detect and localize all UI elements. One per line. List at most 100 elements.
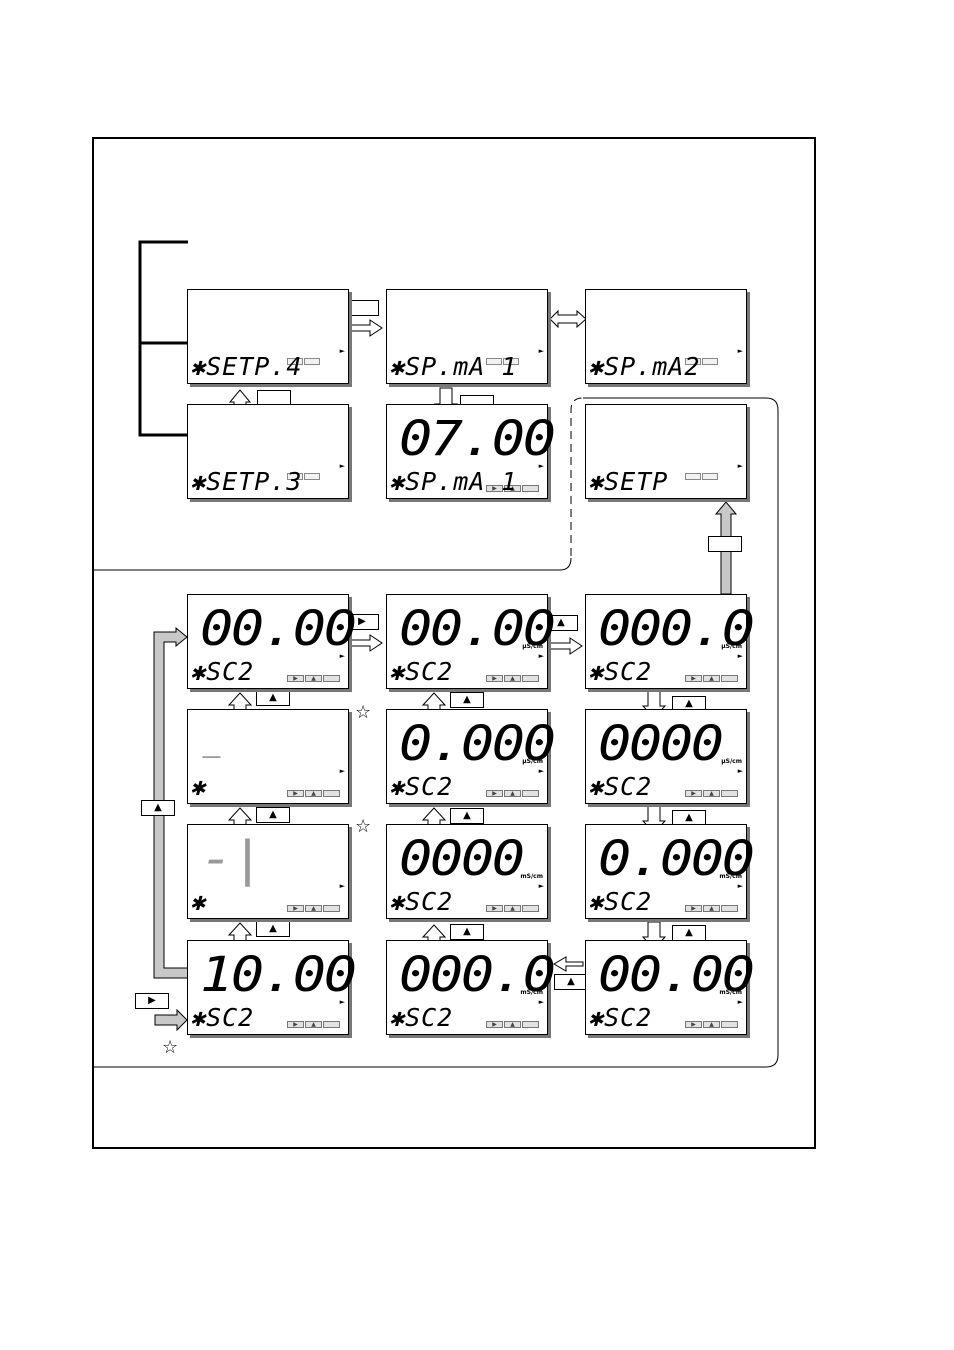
up-key-r4c1[interactable]: ▲ bbox=[256, 921, 290, 937]
up-key-r3c1[interactable]: ▲ bbox=[256, 807, 290, 823]
lcd-r4c2: 000.0 mS/cm ► ▶▲ ✱SC2 bbox=[386, 940, 556, 1035]
menu-bracket bbox=[138, 240, 188, 437]
indicator-bar: ▶▲ bbox=[685, 1021, 738, 1028]
lcd-marker-icon: ► bbox=[737, 882, 743, 890]
indicator-bar bbox=[287, 473, 320, 480]
lcd-marker-icon: ► bbox=[538, 998, 544, 1006]
lcd-unit: mS/cm bbox=[719, 873, 742, 880]
lcd-bottom-text: ✱SP.mA 1 bbox=[389, 467, 518, 496]
lcd-marker-icon: ► bbox=[538, 652, 544, 660]
lcd-bottom-text: ✱SC2 bbox=[389, 657, 454, 686]
indicator-bar: ▶▲ bbox=[486, 485, 539, 492]
lcd-spma1: ► ✱SP.mA 1 bbox=[386, 289, 548, 384]
up-key-r4c3[interactable]: ▲ bbox=[554, 974, 588, 990]
star-icon-r3: ☆ bbox=[355, 816, 372, 837]
lcd-marker-icon: ► bbox=[339, 767, 345, 775]
lcd-r2c3: 0000 µS/cm ► ▶▲ ✱SC2 bbox=[585, 709, 747, 804]
dashed-link bbox=[570, 397, 584, 556]
lcd-value: 00.00 bbox=[598, 947, 755, 1003]
lcd-r2c2: 0.000 µS/cm ► ▶▲ ✱SC2 bbox=[386, 709, 556, 804]
indicator-bar: ▶▲ bbox=[287, 905, 340, 912]
lcd-value: 0.000 bbox=[399, 716, 556, 772]
lcd-marker-icon: ► bbox=[339, 347, 345, 355]
up-key-r3c3[interactable]: ▲ bbox=[672, 925, 706, 941]
lcd-bottom-text: ✱SC2 bbox=[588, 1003, 653, 1032]
lcd-marker-icon: ► bbox=[339, 462, 345, 470]
lcd-marker-icon: ► bbox=[737, 462, 743, 470]
lcd-bottom-text: ✱ bbox=[190, 887, 207, 916]
section-divider bbox=[94, 557, 572, 571]
lcd-bottom-text: ✱SP.mA 1 bbox=[389, 352, 518, 381]
lcd-r1c2: 00.00 µS/cm ► ▶▲ ✱SC2 bbox=[386, 594, 556, 689]
arrow-spma1-spma2 bbox=[549, 309, 587, 329]
lcd-unit: mS/cm bbox=[520, 873, 543, 880]
diagram-frame bbox=[92, 137, 816, 1149]
lcd-value: -| bbox=[200, 831, 264, 887]
lcd-r3c3: 0.000 mS/cm ► ▶▲ ✱SC2 bbox=[585, 824, 755, 919]
up-key-r3c2[interactable]: ▲ bbox=[450, 808, 484, 824]
indicator-bar: ▶▲ bbox=[486, 1021, 539, 1028]
lcd-marker-icon: ► bbox=[538, 462, 544, 470]
lcd-value: 0.000 bbox=[598, 831, 755, 887]
lcd-value: 0000 bbox=[598, 716, 724, 772]
lcd-value: 000.0 bbox=[598, 601, 755, 657]
right-key-entry[interactable]: ▶ bbox=[135, 993, 169, 1009]
lcd-r4c1: 10.00 ► ▶▲ ✱SC2 bbox=[187, 940, 357, 1035]
indicator-bar: ▶▲ bbox=[685, 675, 738, 682]
lcd-r4c3: 00.00 mS/cm ► ▶▲ ✱SC2 bbox=[585, 940, 755, 1035]
lcd-bottom-text: ✱SC2 bbox=[588, 772, 653, 801]
indicator-bar: ▶▲ bbox=[287, 790, 340, 797]
indicator-bar bbox=[486, 358, 519, 365]
lcd-setp4: ► ✱SETP.4 bbox=[187, 289, 349, 384]
arrow-setp4-to-spma1 bbox=[349, 319, 383, 337]
lcd-value: – bbox=[203, 741, 221, 771]
lcd-marker-icon: ► bbox=[737, 652, 743, 660]
lcd-bottom-text: ✱SC2 bbox=[389, 772, 454, 801]
loop-arrow-shaft bbox=[153, 626, 190, 979]
lcd-setp3: ► ✱SETP.3 bbox=[187, 404, 349, 499]
lcd-unit: µS/cm bbox=[721, 758, 742, 765]
indicator-bar: ▶▲ bbox=[685, 790, 738, 797]
lcd-value: 0000 bbox=[399, 831, 525, 887]
lcd-marker-icon: ► bbox=[737, 767, 743, 775]
lcd-unit: µS/cm bbox=[522, 758, 543, 765]
indicator-bar bbox=[287, 358, 320, 365]
indicator-bar: ▶▲ bbox=[486, 790, 539, 797]
arrow-r1c2-to-r1c3 bbox=[548, 637, 583, 655]
lcd-unit: µS/cm bbox=[721, 643, 742, 650]
lcd-bottom-text: ✱SC2 bbox=[389, 887, 454, 916]
lcd-marker-icon: ► bbox=[538, 882, 544, 890]
lcd-unit: µS/cm bbox=[522, 643, 543, 650]
lcd-bottom-text: ✱SC2 bbox=[588, 887, 653, 916]
lcd-r2c1: – ► ▶▲ ✱ bbox=[187, 709, 349, 804]
blank-key-setp4[interactable] bbox=[345, 300, 379, 316]
lcd-value: 00.00 bbox=[200, 601, 357, 657]
lcd-unit: mS/cm bbox=[520, 989, 543, 996]
indicator-bar: ▶▲ bbox=[486, 675, 539, 682]
up-key-r4c2[interactable]: ▲ bbox=[450, 924, 484, 940]
lcd-spma1-value: 07.00 ► ▶▲ ✱SP.mA 1 bbox=[386, 404, 556, 499]
lcd-r3c1: -| ► ▶▲ ✱ bbox=[187, 824, 349, 919]
lcd-value: 07.00 bbox=[399, 411, 556, 467]
lcd-bottom-text: ✱SETP.3 bbox=[190, 467, 303, 496]
indicator-bar: ▶▲ bbox=[685, 905, 738, 912]
lcd-bottom-text: ✱SC2 bbox=[190, 657, 255, 686]
lcd-marker-icon: ► bbox=[737, 998, 743, 1006]
lcd-marker-icon: ► bbox=[538, 767, 544, 775]
star-icon-r2: ☆ bbox=[355, 702, 372, 723]
up-key-r2c1[interactable]: ▲ bbox=[256, 690, 290, 706]
up-key-r2c2[interactable]: ▲ bbox=[450, 692, 484, 708]
lcd-r1c3: 000.0 µS/cm ► ▶▲ ✱SC2 bbox=[585, 594, 755, 689]
lcd-bottom-text: ✱SETP bbox=[588, 467, 669, 496]
lcd-value: 000.0 bbox=[399, 947, 556, 1003]
lcd-r3c2: 0000 mS/cm ► ▶▲ ✱SC2 bbox=[386, 824, 548, 919]
lcd-marker-icon: ► bbox=[737, 347, 743, 355]
indicator-bar: ▶▲ bbox=[287, 675, 340, 682]
arrow-r4c3-to-r4c2 bbox=[553, 956, 584, 972]
lcd-unit: mS/cm bbox=[719, 989, 742, 996]
lcd-bottom-text: ✱SP.mA2 bbox=[588, 352, 701, 381]
lcd-bottom-text: ✱SETP.4 bbox=[190, 352, 303, 381]
up-key-loop[interactable]: ▲ bbox=[141, 800, 175, 816]
return-loop-line bbox=[94, 397, 779, 1068]
blank-key-setp[interactable] bbox=[708, 536, 742, 552]
